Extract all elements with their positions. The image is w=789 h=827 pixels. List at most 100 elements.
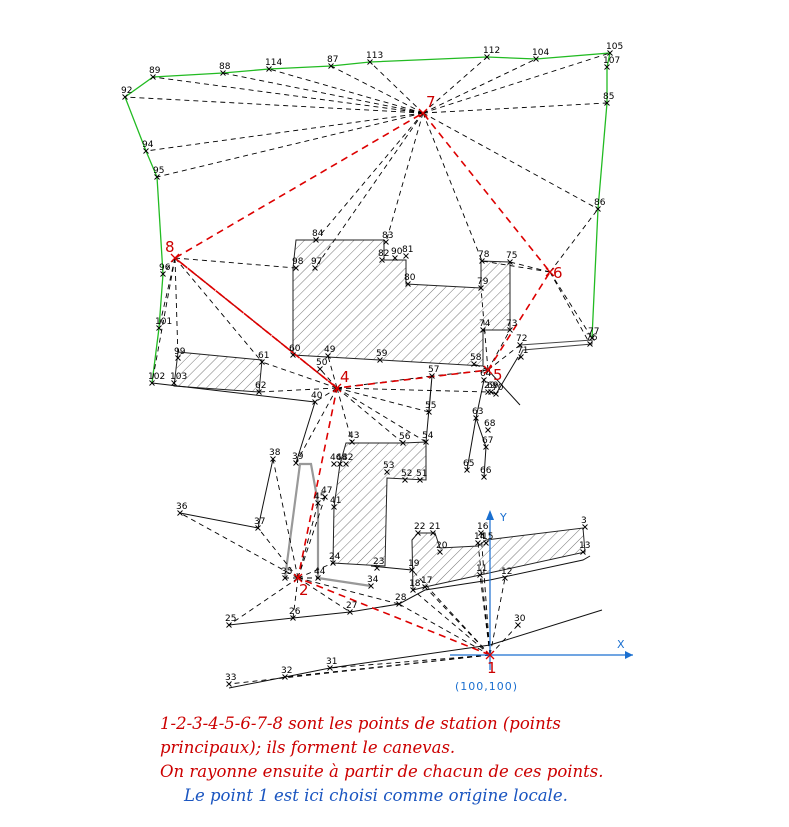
- point-marker: [315, 500, 321, 506]
- point-marker: [282, 674, 288, 680]
- point-marker: [160, 271, 166, 277]
- point-marker: [226, 681, 232, 687]
- point-17: 17: [421, 576, 432, 590]
- point-marker: [282, 575, 288, 581]
- point-27: 27: [346, 601, 357, 615]
- caption-line-2: principaux); ils forment le canevas.: [160, 738, 456, 757]
- point-marker: [483, 444, 489, 450]
- ray-6-77: [549, 271, 593, 339]
- point-label: 43: [348, 431, 359, 441]
- point-57: 57: [428, 365, 439, 379]
- point-label: 60: [289, 344, 301, 354]
- building-southeast: [411, 527, 586, 591]
- point-label: 52: [401, 469, 412, 479]
- point-marker: [484, 54, 490, 60]
- point-marker: [290, 615, 296, 621]
- point-3: 3: [581, 516, 588, 530]
- point-61: 61: [258, 351, 269, 365]
- point-marker: [379, 257, 385, 263]
- point-label: 81: [402, 245, 413, 255]
- ray-7-88: [222, 72, 424, 114]
- ray-7-86: [422, 112, 599, 210]
- point-marker: [437, 549, 443, 555]
- point-84: 84: [312, 229, 324, 243]
- point-marker: [400, 440, 406, 446]
- point-42: 42: [342, 453, 353, 467]
- point-52: 52: [401, 469, 412, 483]
- point-label: 46: [330, 453, 342, 463]
- point-marker: [488, 389, 494, 395]
- ray-4-55: [336, 387, 430, 413]
- point-marker: [471, 361, 477, 367]
- point-marker: [259, 359, 265, 365]
- caption-line-1: 1-2-3-4-5-6-7-8 sont les points de stati…: [160, 714, 561, 733]
- point-marker: [154, 174, 160, 180]
- wall-grey: [283, 462, 372, 588]
- point-marker: [293, 265, 299, 271]
- point-label: 114: [265, 58, 282, 68]
- point-55: 55: [425, 401, 436, 415]
- point-94: 94: [142, 140, 154, 154]
- point-92: 92: [121, 86, 132, 100]
- point-label: 38: [269, 448, 281, 458]
- ray-4-40: [314, 387, 338, 403]
- point-label: 23: [373, 557, 384, 567]
- point-marker: [374, 565, 380, 571]
- point-marker: [317, 366, 323, 372]
- station-1: 1: [485, 650, 497, 677]
- point-label: 36: [176, 502, 188, 512]
- point-marker: [322, 494, 328, 500]
- point-marker: [171, 380, 177, 386]
- ray-1-33: [228, 654, 491, 685]
- point-label: 50: [316, 358, 328, 368]
- ray-7-87: [330, 65, 424, 114]
- point-label: 101: [155, 317, 172, 327]
- point-marker: [150, 74, 156, 80]
- point-49: 49: [324, 345, 336, 359]
- point-label: 59: [376, 349, 388, 359]
- point-marker: [331, 504, 337, 510]
- point-label: 33: [225, 673, 236, 683]
- point-54: 54: [422, 431, 434, 445]
- station-label: 2: [299, 581, 309, 599]
- ray-7-78: [422, 112, 483, 262]
- ray-7-104: [422, 58, 537, 114]
- point-label: 18: [409, 579, 421, 589]
- point-75: 75: [506, 251, 517, 265]
- point-label: 107: [603, 56, 620, 66]
- point-marker: [347, 609, 353, 615]
- point-marker: [403, 253, 409, 259]
- point-label: 49: [324, 345, 336, 355]
- point-marker: [290, 352, 296, 358]
- ray-6-86: [549, 208, 599, 273]
- ray-1-17: [424, 586, 491, 656]
- point-label: 67: [482, 436, 493, 446]
- point-97: 97: [311, 257, 322, 271]
- point-label: 48: [336, 453, 348, 463]
- point-34: 34: [367, 575, 379, 589]
- point-marker: [580, 549, 586, 555]
- station-4: 4: [332, 368, 350, 393]
- point-15: 15: [482, 532, 493, 546]
- point-marker: [595, 206, 601, 212]
- point-label: 39: [292, 452, 304, 462]
- fence-north-east: [517, 339, 593, 361]
- point-37: 37: [254, 517, 265, 531]
- point-label: 85: [603, 92, 614, 102]
- point-label: 69: [487, 381, 499, 391]
- point-marker: [328, 63, 334, 69]
- point-label: 13: [579, 541, 590, 551]
- point-marker: [312, 265, 318, 271]
- point-label: 66: [480, 466, 492, 476]
- station-label: 4: [340, 368, 350, 386]
- point-72: 72: [516, 334, 527, 348]
- point-66: 66: [480, 466, 492, 480]
- point-23: 23: [373, 557, 384, 571]
- station-marker: [418, 108, 428, 118]
- ray-5-79: [480, 287, 489, 371]
- point-label: 80: [404, 273, 416, 283]
- point-marker: [481, 377, 487, 383]
- point-87: 87: [327, 55, 338, 69]
- point-25: 25: [225, 614, 236, 628]
